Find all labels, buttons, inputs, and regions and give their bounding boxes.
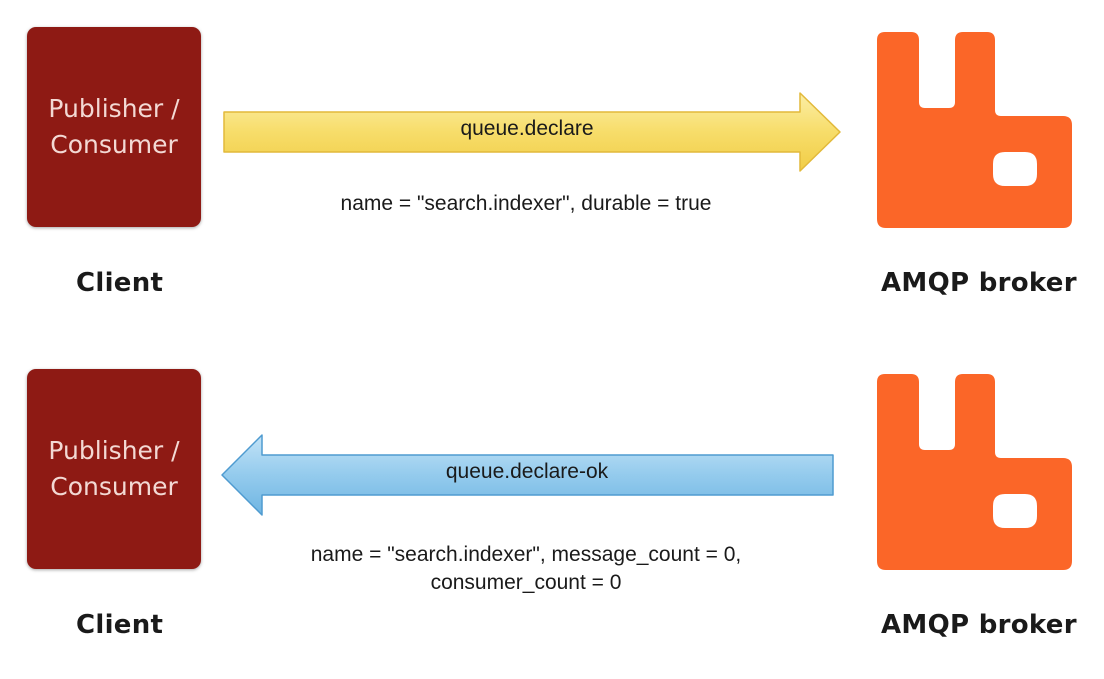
rabbitmq-logo-shape: [877, 32, 1072, 228]
broker-caption: AMQP broker: [881, 610, 1077, 640]
response-arrow-label: queue.declare-ok: [445, 460, 609, 483]
client-caption: Client: [76, 610, 164, 640]
rabbitmq-logo-icon: [877, 374, 1072, 570]
request-arrow-shape: [223, 92, 841, 172]
rabbitmq-logo-icon: [877, 32, 1072, 228]
request-arrow-label: queue.declare: [460, 117, 594, 140]
client-box-label: Publisher / Consumer: [48, 94, 180, 159]
request-params-line: name = "search.indexer", durable = true: [340, 192, 712, 215]
rabbitmq-logo-shape: [877, 374, 1072, 570]
request-params: name = "search.indexer", durable = true: [226, 190, 826, 218]
client-publisher-consumer-box: Publisher / Consumer: [27, 27, 201, 227]
response-arrow: [221, 434, 834, 516]
request-arrow: [223, 92, 841, 172]
response-params-line-2: consumer_count = 0: [430, 571, 622, 594]
response-arrow-shape: [221, 434, 834, 516]
request-row: Publisher / Consumer Client queue.declar…: [0, 0, 1104, 337]
broker-caption: AMQP broker: [881, 268, 1077, 298]
response-row: Publisher / Consumer Client queue.declar…: [0, 342, 1104, 679]
client-box-label: Publisher / Consumer: [48, 436, 180, 501]
client-caption: Client: [76, 268, 164, 298]
client-publisher-consumer-box: Publisher / Consumer: [27, 369, 201, 569]
response-params-line-1: name = "search.indexer", message_count =…: [310, 543, 742, 566]
response-params: name = "search.indexer", message_count =…: [226, 541, 826, 597]
